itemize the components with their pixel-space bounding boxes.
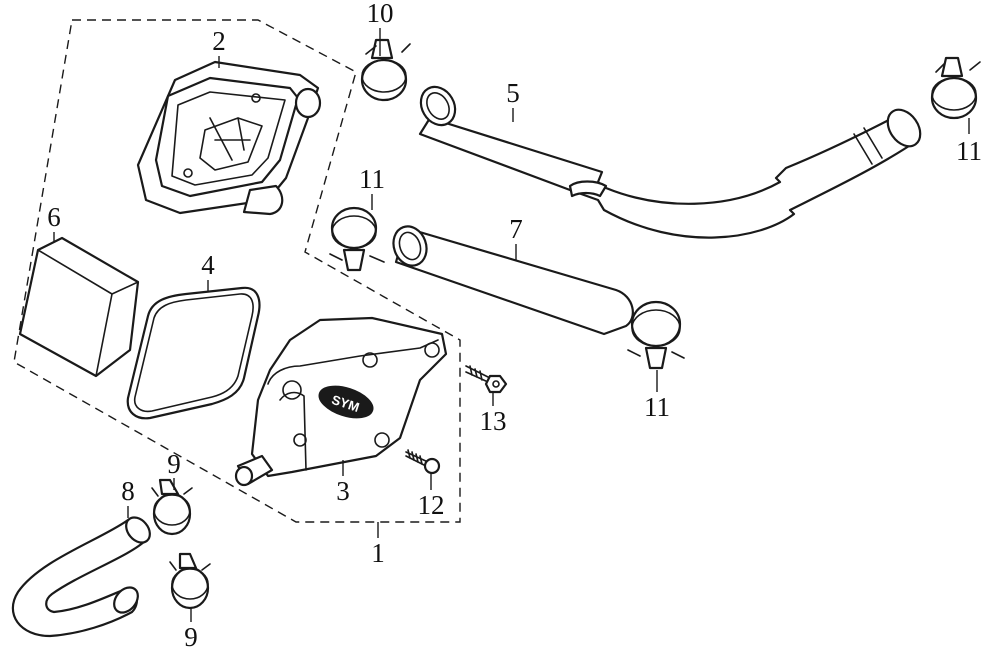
callout-4: 4 [201, 250, 215, 280]
part-8-hose [11, 516, 151, 638]
part-13-bolt [465, 365, 508, 394]
callout-11-right: 11 [956, 136, 982, 166]
part-7-hose [392, 225, 634, 336]
part-9-clamp-lower [169, 552, 211, 610]
callout-10: 10 [367, 0, 394, 28]
callout-5: 5 [506, 78, 520, 108]
callout-7: 7 [509, 214, 523, 244]
callout-3: 3 [336, 476, 350, 506]
callout-8: 8 [121, 476, 135, 506]
part-11-clamp-upper [329, 206, 385, 272]
part-9-clamp-upper [151, 478, 193, 536]
callout-11-lower: 11 [644, 392, 670, 422]
part-2-filter-cover [136, 60, 322, 216]
part-6-filter-element [18, 236, 140, 378]
assembly-boundary [13, 19, 461, 523]
leader-lines [53, 28, 970, 622]
part-11-clamp-right [930, 56, 981, 120]
part-12-screw [405, 449, 441, 475]
callout-9-upper: 9 [167, 449, 181, 479]
callout-13: 13 [480, 406, 507, 436]
callout-1: 1 [371, 538, 385, 568]
part-3-filter-case: SYM [234, 316, 448, 487]
part-11-clamp-lower [627, 300, 685, 370]
part-4-gasket [126, 286, 261, 420]
part-10-clamp [360, 38, 411, 102]
callout-12: 12 [418, 490, 445, 520]
callout-11-upper: 11 [359, 164, 385, 194]
callout-labels: 2 3 4 5 6 7 8 9 9 10 11 11 11 12 13 1 [47, 0, 982, 652]
callout-6: 6 [47, 202, 61, 232]
callout-9-lower: 9 [184, 622, 198, 652]
part-5-hose [418, 85, 922, 239]
callout-2: 2 [212, 26, 226, 56]
